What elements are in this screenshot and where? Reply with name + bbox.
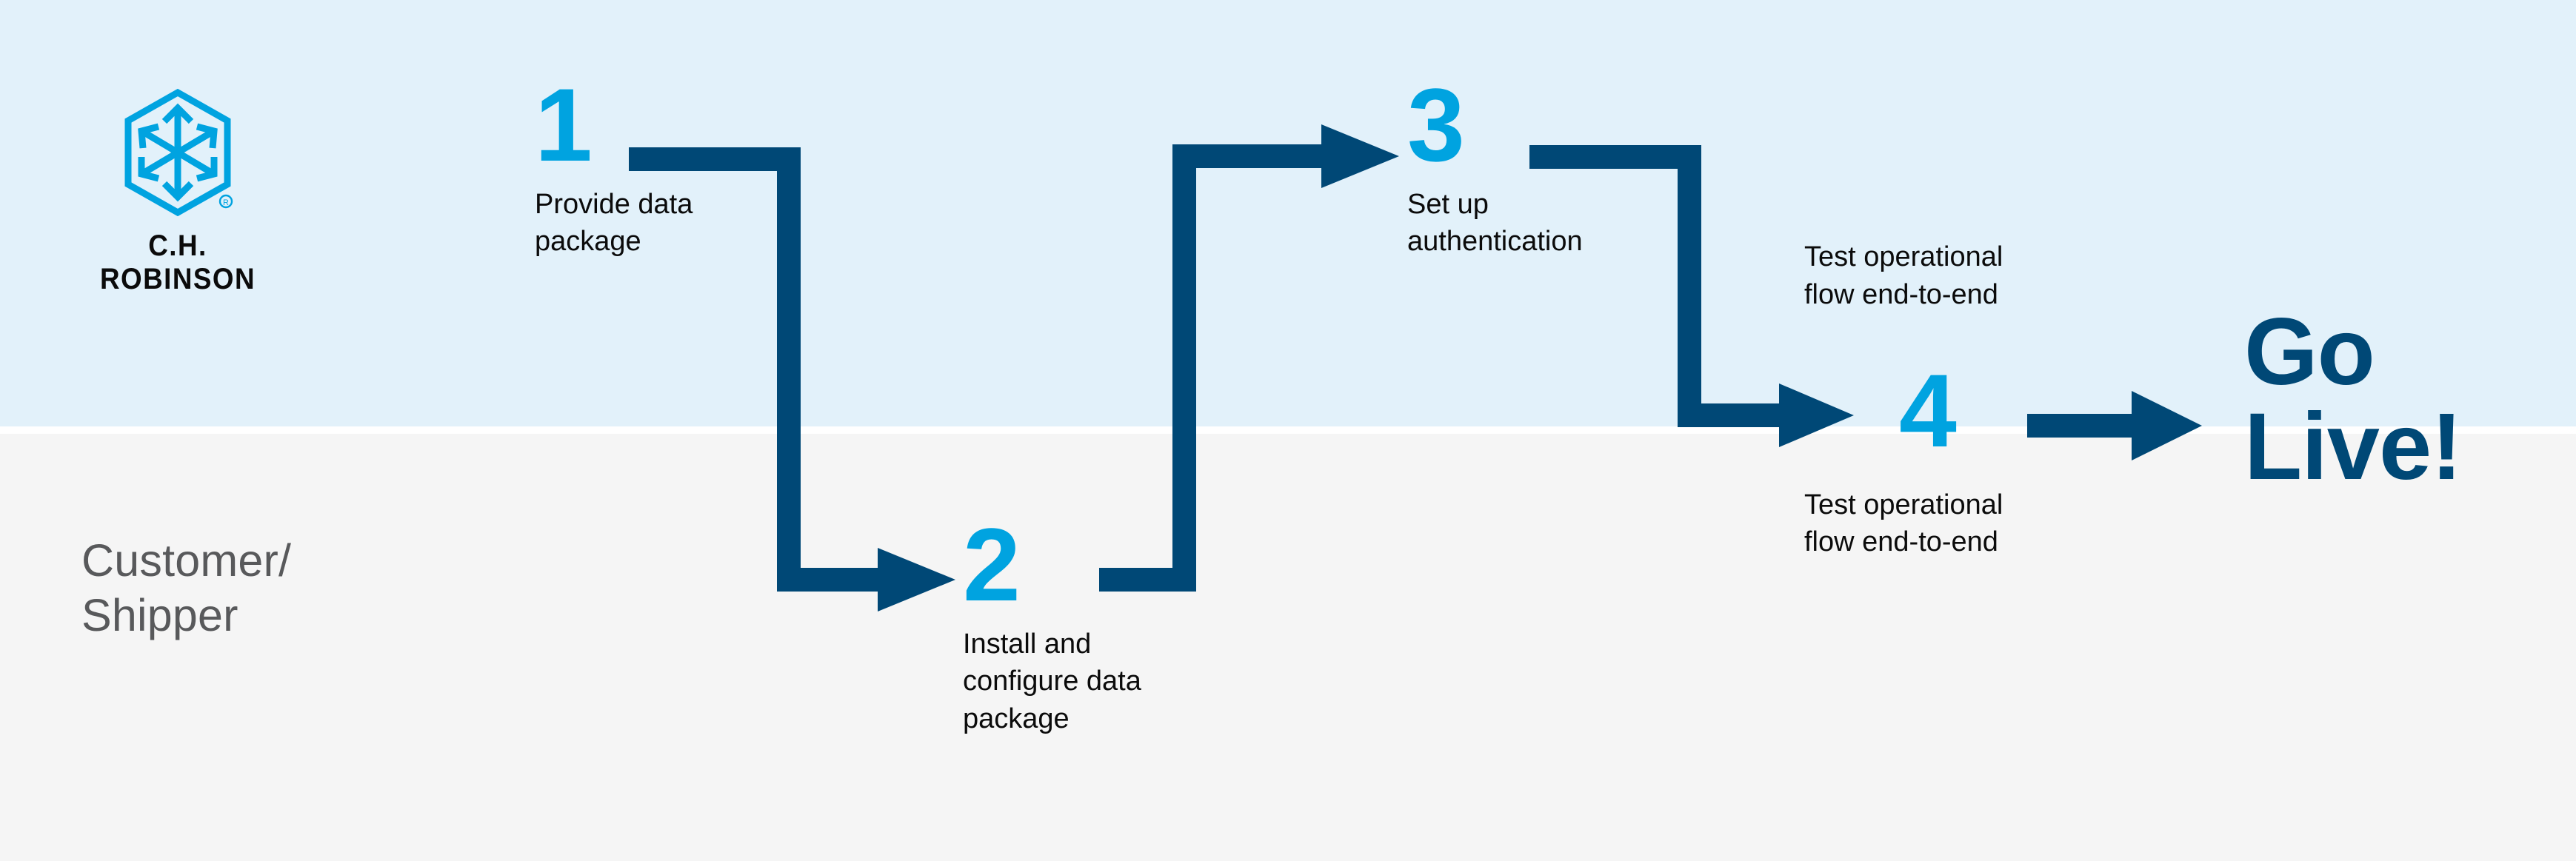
step-2-number: 2 <box>963 506 1021 623</box>
caption-test-flow-top: Test operational flow end-to-end <box>1804 241 2003 310</box>
step-1-label: Provide data package <box>535 188 693 258</box>
step-4-number: 4 <box>1899 352 1957 469</box>
go-live-outcome: Go Live! <box>2244 299 2463 500</box>
lane-divider <box>0 426 2576 434</box>
step-3-label: Set up authentication <box>1407 188 1583 258</box>
step-3-number: 3 <box>1407 67 1465 183</box>
hexagon-arrows-logo-icon: R <box>124 89 233 216</box>
brand-logo: R C.H. ROBINSON <box>74 89 281 296</box>
brand-wordmark: C.H. ROBINSON <box>99 230 256 295</box>
lane-label-customer: Customer/ Shipper <box>81 535 292 641</box>
registered-mark-icon: R <box>218 194 233 209</box>
step-1: 1 Provide data package <box>535 67 693 261</box>
lane-band-customer <box>0 434 2576 861</box>
step-2-label: Install and configure data package <box>963 628 1141 734</box>
step-4: 4 Test operational flow end-to-end <box>1804 352 2003 561</box>
step-2: 2 Install and configure data package <box>963 506 1141 737</box>
lane-band-chrobinson <box>0 0 2576 426</box>
step-3: 3 Set up authentication <box>1407 67 1583 261</box>
step-4-label: Test operational flow end-to-end <box>1804 489 2003 558</box>
svg-text:R: R <box>223 198 229 207</box>
step-1-number: 1 <box>535 67 593 183</box>
